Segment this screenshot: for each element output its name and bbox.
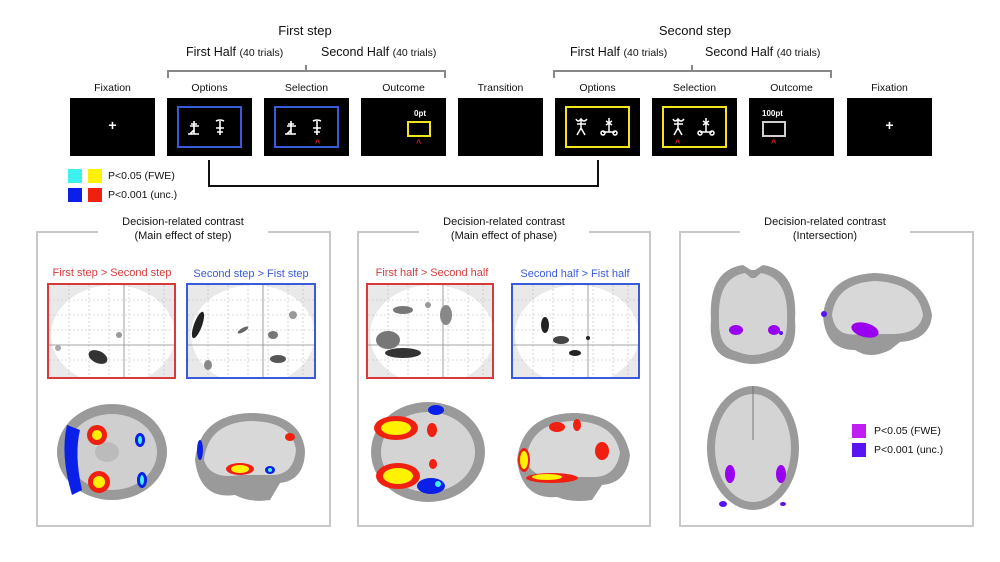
outcome-points: 0pt — [414, 109, 426, 118]
options-screen — [167, 98, 252, 156]
first-step-first-half-label: First Half (40 trials) — [186, 45, 284, 59]
transition-screen — [458, 98, 543, 156]
panel-title: Decision-related contrast (Main effect o… — [98, 215, 268, 243]
alien-symbols-icon — [672, 117, 715, 136]
sagittal-brain-slice-step — [195, 413, 305, 501]
second-step-bracket-tick — [691, 65, 693, 71]
outcome-screen-2: 100pt ^ — [749, 98, 834, 156]
axial-brain-slice-phase — [371, 402, 485, 502]
screen-label-options-2: Options — [579, 82, 616, 94]
legend-label: P<0.05 (FWE) — [874, 425, 941, 437]
legend-swatch-red — [88, 188, 102, 202]
screen-label-selection: Selection — [284, 82, 329, 94]
first-step-second-half-label: Second Half (40 trials) — [321, 45, 437, 59]
fixation-screen-2: + — [847, 98, 932, 156]
selection-marker-icon: ^ — [771, 138, 777, 148]
selection-frame — [274, 106, 339, 148]
legend-label: P<0.001 (unc.) — [108, 189, 178, 201]
fixation-cross-icon: + — [108, 117, 117, 133]
selection-marker-icon: ^ — [416, 138, 422, 148]
legend-swatch-yellow — [88, 169, 102, 183]
glass-brain-title: Second half > Fist half — [520, 268, 630, 280]
glass-brain-title: Second step > Fist step — [193, 268, 309, 280]
sagittal-brain-slice-phase — [517, 413, 630, 501]
glass-brain-map — [188, 285, 314, 377]
selection-frame — [662, 106, 727, 148]
legend-label: P<0.05 (FWE) — [108, 170, 175, 182]
options-frame — [177, 106, 242, 148]
screen-label-transition: Transition — [477, 82, 524, 94]
coronal-brain-slice — [710, 265, 796, 364]
outcome-box — [762, 121, 786, 137]
selection-screen-2: ^ — [652, 98, 737, 156]
glass-brain-first-gt-second-step — [47, 283, 176, 379]
outcome-screen: 0pt ^ — [361, 98, 446, 156]
panel-title: Decision-related contrast (Main effect o… — [419, 215, 589, 243]
glass-brain-map — [368, 285, 492, 377]
intersection-legend: P<0.05 (FWE) P<0.001 (unc.) — [852, 424, 943, 457]
sagittal-brain-slice-intersection — [821, 273, 932, 355]
legend-item-unc: P<0.001 (unc.) — [852, 443, 943, 457]
options-screen-2 — [555, 98, 640, 156]
glass-brain-title: First step > Second step — [52, 267, 172, 279]
screen-label-fixation-2: Fixation — [871, 82, 908, 94]
selection-screen: ^ — [264, 98, 349, 156]
legend-item-fwe: P<0.05 (FWE) — [68, 169, 177, 183]
screen-label-selection-2: Selection — [672, 82, 717, 94]
selection-marker-icon: ^ — [675, 138, 681, 148]
outcome-points: 100pt — [762, 109, 783, 118]
glass-brain-second-gt-first-half — [511, 283, 640, 379]
legend-swatch-blue — [68, 188, 82, 202]
alien-symbols-icon — [285, 119, 322, 135]
first-step-bracket-tick — [305, 65, 307, 71]
options-frame — [565, 106, 630, 148]
second-step-bracket — [553, 70, 832, 78]
glass-brain-second-gt-first-step — [186, 283, 316, 379]
screen-label-options: Options — [191, 82, 228, 94]
second-step-title: Second step — [658, 23, 732, 38]
glass-brain-first-gt-second-half — [366, 283, 494, 379]
selection-marker-icon: ^ — [315, 138, 321, 148]
glass-brain-map — [513, 285, 638, 377]
legend-item-fwe: P<0.05 (FWE) — [852, 424, 943, 438]
fixation-cross-icon: + — [885, 117, 894, 133]
outcome-box — [407, 121, 431, 137]
second-step-second-half-label: Second Half (40 trials) — [705, 45, 821, 59]
fixation-screen: + — [70, 98, 155, 156]
axial-brain-slice-step — [57, 404, 167, 500]
legend-swatch-violet — [852, 443, 866, 457]
screen-label-outcome-2: Outcome — [770, 82, 813, 94]
axial-brain-slice-intersection — [707, 386, 799, 510]
screen-label-fixation: Fixation — [94, 82, 131, 94]
first-step-bracket — [167, 70, 446, 78]
options-connector-line — [208, 160, 599, 187]
significance-legend: P<0.05 (FWE) P<0.001 (unc.) — [68, 169, 177, 202]
legend-item-unc: P<0.001 (unc.) — [68, 188, 177, 202]
alien-symbols-icon — [188, 119, 225, 135]
glass-brain-map — [49, 285, 174, 377]
second-step-first-half-label: First Half (40 trials) — [570, 45, 668, 59]
legend-label: P<0.001 (unc.) — [874, 444, 944, 456]
legend-swatch-magenta — [852, 424, 866, 438]
panel-title: Decision-related contrast (Intersection) — [740, 215, 910, 243]
first-step-title: First step — [278, 23, 332, 38]
alien-symbols-icon — [575, 117, 618, 136]
screen-label-outcome: Outcome — [382, 82, 425, 94]
legend-swatch-cyan — [68, 169, 82, 183]
glass-brain-title: First half > Second half — [375, 267, 489, 279]
